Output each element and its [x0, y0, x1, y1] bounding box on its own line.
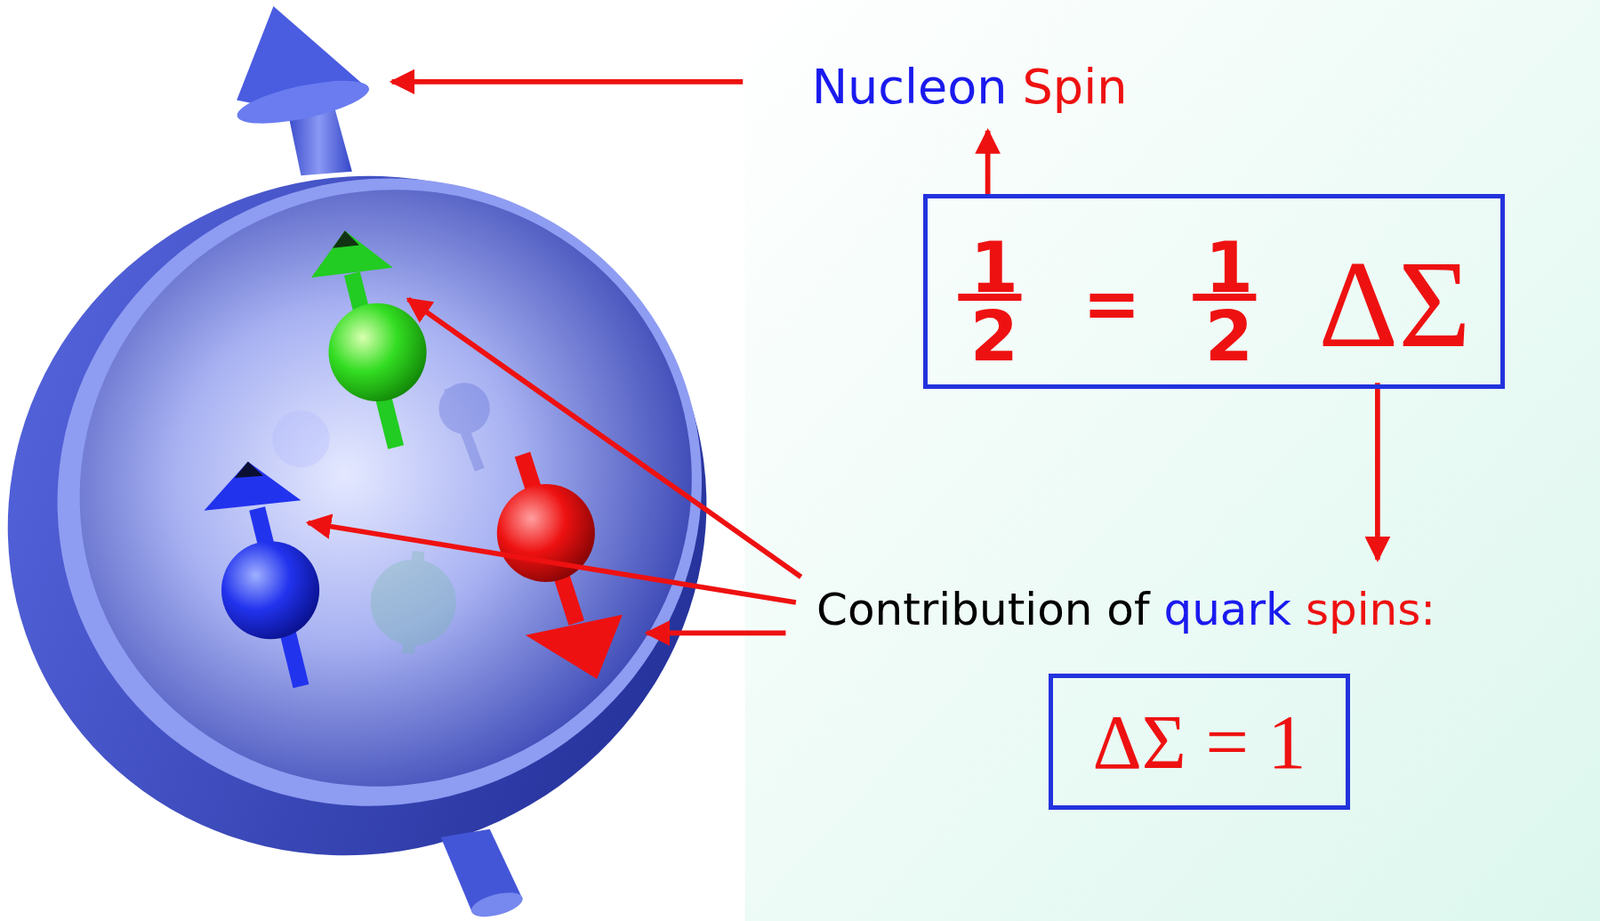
- label-word: Nucleon: [812, 58, 1008, 115]
- leader-arrow: [392, 79, 744, 85]
- fraction-numerator: 1: [970, 227, 1019, 308]
- label-word: spins:: [1291, 583, 1436, 636]
- spin-arrowhead-base: [233, 72, 373, 132]
- leader-arrows: [307, 81, 1377, 634]
- ghost-quark-spin: [449, 387, 480, 470]
- green-quark: [328, 303, 427, 402]
- nucleon-spin-label: Nucleon Spin: [812, 60, 1128, 113]
- ghost-quark-spin: [408, 551, 419, 654]
- fraction-numerator: 1: [1205, 227, 1254, 308]
- panel-background: [745, 0, 1600, 921]
- quark-spins-label: Contribution of quark spins:: [816, 585, 1436, 635]
- quark-spin-tip: [234, 461, 264, 478]
- delta-sigma-symbol: ΔΣ: [1318, 232, 1472, 376]
- nucleon-shell: [0, 61, 819, 921]
- result-box: ΔΣ = 1: [1048, 673, 1351, 810]
- result-equation: ΔΣ = 1: [1093, 697, 1307, 787]
- label-word: quark: [1149, 583, 1292, 636]
- shell-rim: [0, 72, 805, 912]
- leader-arrow: [1374, 382, 1381, 560]
- equals-sign: =: [1082, 263, 1141, 344]
- blue-quark: [221, 540, 320, 639]
- fraction-denominator: 2: [1205, 296, 1254, 377]
- quark-spin-arrowhead: [311, 230, 394, 278]
- leader-arrow: [408, 298, 802, 577]
- spin-axis-end: [468, 887, 526, 921]
- quark-spin-arrowhead: [203, 461, 301, 511]
- ghost-quark: [272, 410, 330, 467]
- quark-spin-tip: [332, 230, 360, 249]
- leader-arrow: [307, 522, 796, 603]
- equation-box: 12=12ΔΣ: [923, 193, 1505, 389]
- fraction-denominator: 2: [970, 296, 1019, 377]
- leader-arrow: [985, 130, 991, 194]
- label-word: of: [1092, 583, 1150, 636]
- label-word: Contribution: [816, 583, 1093, 636]
- label-word: Spin: [1006, 58, 1127, 115]
- quark-spin-arrowhead: [525, 614, 623, 679]
- leader-arrow: [646, 630, 786, 636]
